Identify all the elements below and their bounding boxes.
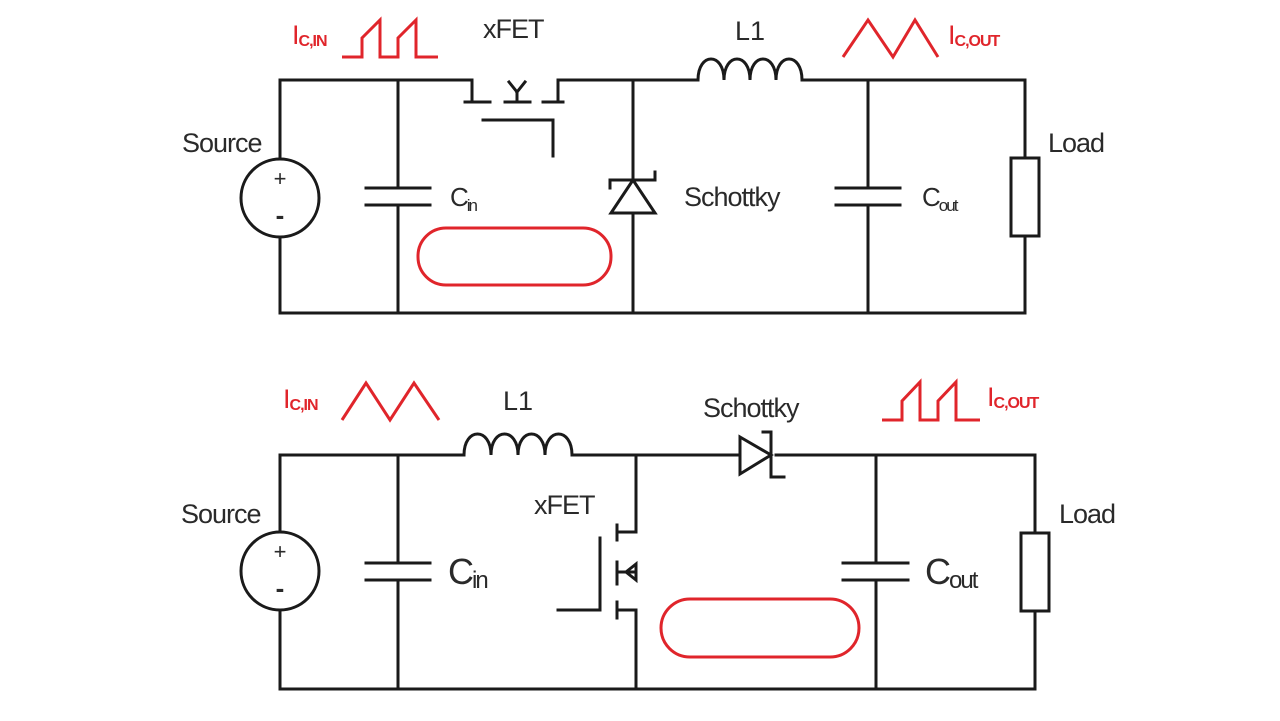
voltage-source-icon: + - <box>239 530 321 612</box>
input-capacitor-icon <box>364 561 432 582</box>
wire-fet-source <box>615 608 638 691</box>
xfet-label: xFET <box>483 14 544 44</box>
wire-top-right <box>774 453 1037 535</box>
source-plus: + <box>274 166 287 191</box>
buck-converter-diagram: + - Source Cin xFET L1 Schottky <box>182 14 1105 315</box>
cout-label: Cout <box>922 182 959 215</box>
wire-fet-drain <box>615 453 638 534</box>
input-capacitor-icon <box>364 186 432 207</box>
ic-out-pulse-waveform-icon <box>882 378 980 422</box>
ic-in-pulse-waveform-icon <box>342 16 438 59</box>
inductor-label: L1 <box>503 386 533 416</box>
source-label: Source <box>182 128 262 158</box>
mosfet-switch-icon <box>463 78 565 158</box>
xfet-label: xFET <box>534 490 595 520</box>
output-capacitor-icon <box>841 561 910 582</box>
ic-in-label: IC,IN <box>292 20 327 50</box>
inductor-icon <box>696 57 804 82</box>
hot-loop-indicator <box>416 226 613 287</box>
wire-bottom <box>278 608 1037 691</box>
load-resistor-icon <box>1019 531 1051 613</box>
boost-wires <box>278 453 1037 691</box>
cin-label: Cin <box>448 551 487 594</box>
boost-converter-diagram: + - Source Cin L1 xFET Schottky Cout <box>181 378 1116 691</box>
wire-top-right <box>800 78 1027 160</box>
source-label: Source <box>181 499 261 529</box>
mosfet-switch-icon <box>556 523 638 620</box>
schottky-diode-icon <box>738 430 786 479</box>
cout-label: Cout <box>925 551 979 594</box>
hot-loop-indicator <box>659 597 861 659</box>
ic-in-label: IC,IN <box>283 384 318 414</box>
source-plus: + <box>274 539 287 564</box>
load-label: Load <box>1059 499 1115 529</box>
voltage-source-icon: + - <box>239 157 321 239</box>
cin-label: Cin <box>450 182 478 215</box>
output-capacitor-icon <box>834 186 902 207</box>
source-minus: - <box>276 573 285 603</box>
ic-out-triangle-waveform-icon <box>841 17 940 60</box>
diode-label: Schottky <box>703 393 800 423</box>
source-minus: - <box>276 200 285 230</box>
wire-bottom <box>278 234 1027 315</box>
inductor-label: L1 <box>735 16 765 46</box>
ic-in-triangle-waveform-icon <box>340 380 441 423</box>
schottky-diode-icon <box>608 170 658 215</box>
load-resistor-icon <box>1009 156 1041 238</box>
inductor-icon <box>462 432 574 457</box>
buck-wires <box>278 78 1027 315</box>
ic-out-label: IC,OUT <box>987 382 1040 412</box>
ic-out-label: IC,OUT <box>948 20 1001 50</box>
load-label: Load <box>1048 128 1104 158</box>
diode-label: Schottky <box>684 182 781 212</box>
